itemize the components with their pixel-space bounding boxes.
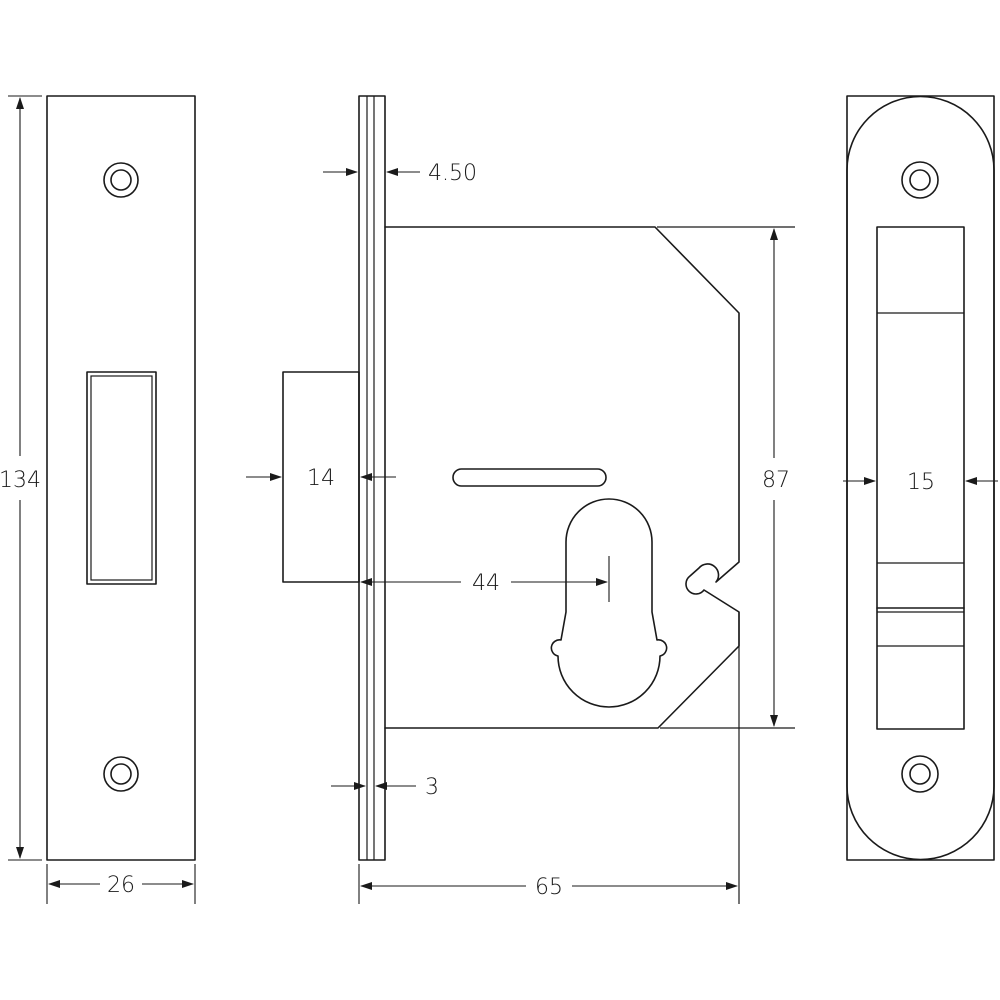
side-view-lock-body: 4.50 14 44 87 3 (246, 95, 795, 904)
follower-slot (452, 468, 607, 487)
dimension-label-65: 65 (535, 875, 563, 900)
dimension-label-87: 87 (762, 468, 790, 493)
dimension-label-14: 14 (307, 466, 335, 491)
forend-plate (46, 95, 196, 861)
dimension-backset (360, 556, 610, 602)
striker-box (876, 226, 965, 730)
forend-side-plates (358, 95, 386, 861)
striker-plate-view: 15 (843, 95, 998, 861)
bolt-opening (86, 371, 157, 585)
dimension-label-44: 44 (472, 571, 500, 596)
striker-top-screw-icon (901, 161, 939, 199)
dimension-label-15: 15 (907, 470, 935, 495)
keyhole-icon (550, 498, 668, 708)
dimension-forend-width (46, 864, 196, 904)
dimension-label-4-50: 4.50 (428, 161, 477, 186)
front-view-forend: 134 26 (0, 95, 196, 904)
dimension-forend-height (8, 95, 42, 861)
striker-bottom-screw-icon (901, 755, 939, 793)
striker-rounded-plate (846, 95, 995, 861)
dimension-case-depth (358, 612, 740, 904)
dimension-label-3: 3 (425, 775, 439, 800)
dimension-label-134: 134 (0, 468, 41, 493)
deadbolt (282, 371, 360, 583)
lock-case (384, 226, 740, 729)
bottom-screw-hole-icon (103, 756, 139, 792)
dimension-label-26: 26 (107, 873, 135, 898)
top-screw-hole-icon (103, 162, 139, 198)
